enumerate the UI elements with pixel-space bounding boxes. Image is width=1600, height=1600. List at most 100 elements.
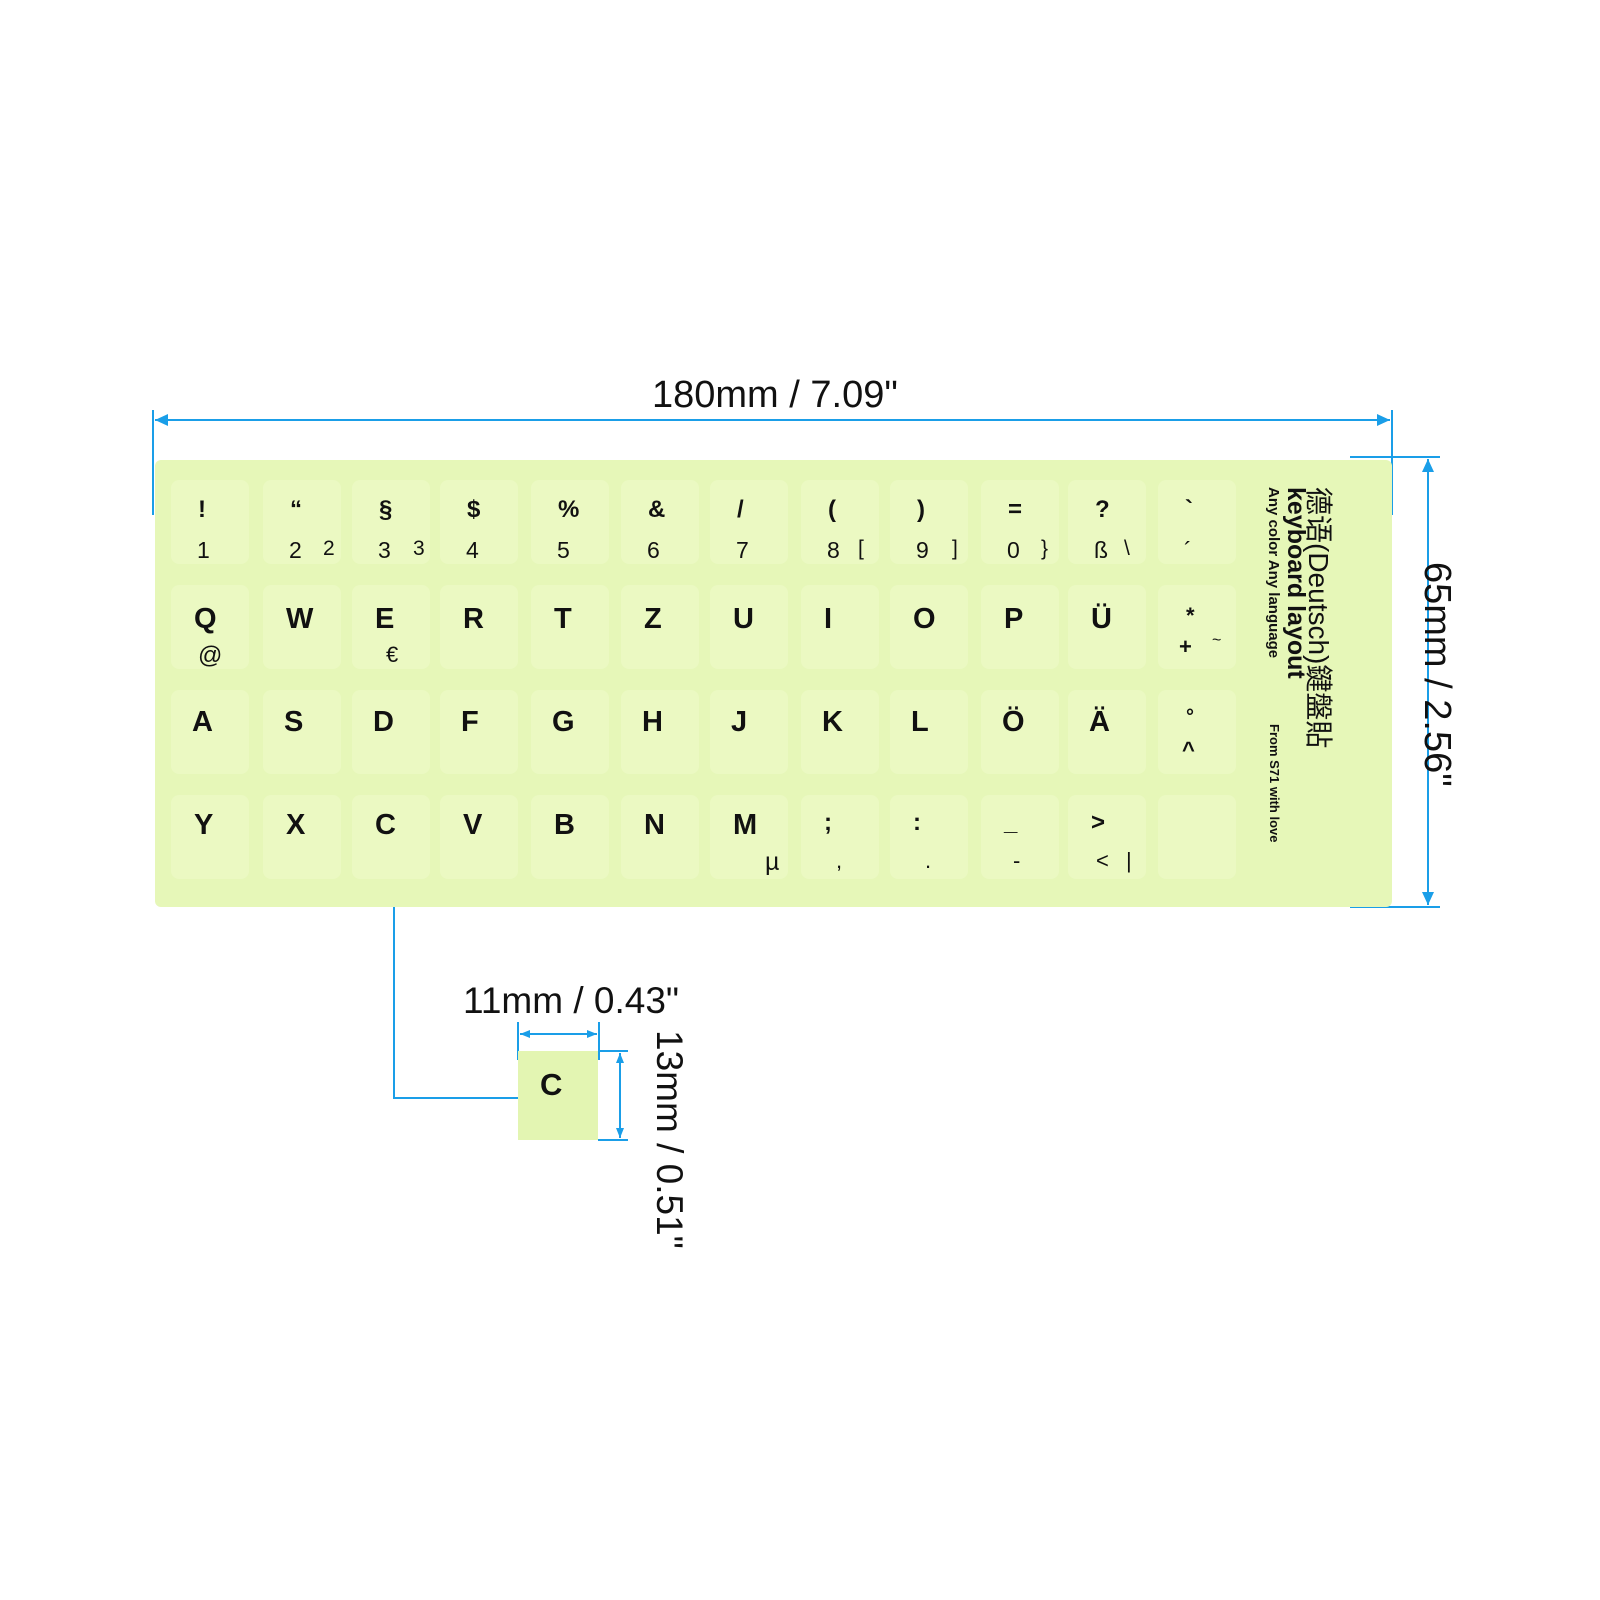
key-cap [621, 795, 699, 879]
key-glyph: J [731, 706, 748, 738]
key-glyph: Ä [1089, 706, 1110, 738]
key-glyph: % [558, 496, 580, 523]
key-glyph: X [286, 809, 306, 841]
key-glyph: 3 [378, 537, 391, 563]
key-glyph: N [644, 809, 665, 841]
key-cap [890, 480, 968, 564]
key-glyph: 3 [413, 537, 425, 560]
key-cap [710, 690, 788, 774]
key-glyph: W [286, 603, 314, 635]
key-glyph: / [737, 496, 744, 523]
key-glyph: B [554, 809, 575, 841]
key-glyph: 8 [827, 537, 840, 563]
key-cap [710, 795, 788, 879]
sheet-footer: From S71 with love [1267, 724, 1282, 843]
key-cap [171, 690, 249, 774]
key-cap [890, 795, 968, 879]
arrow-bottom [1422, 892, 1434, 905]
key-cap [440, 480, 518, 564]
key-glyph: S [284, 706, 304, 738]
key-glyph: ] [952, 537, 958, 560]
key-glyph: \ [1124, 537, 1130, 560]
key-arrow-right [587, 1030, 597, 1038]
sheet-title-english: keyboard layout [1282, 487, 1310, 679]
key-glyph: 1 [197, 537, 210, 563]
sheet-subtitle: Any color Any language [1265, 487, 1282, 659]
key-cap [621, 480, 699, 564]
key-glyph: R [463, 603, 484, 635]
key-glyph: ^ [1182, 737, 1195, 762]
key-glyph: ` [1185, 496, 1193, 523]
key-arrow-bottom [616, 1128, 624, 1138]
key-glyph: = [1008, 496, 1023, 523]
key-glyph: I [824, 603, 833, 635]
key-cap [1158, 795, 1236, 879]
key-glyph: G [552, 706, 575, 738]
key-cap [531, 480, 609, 564]
key-glyph: [ [858, 537, 864, 560]
key-glyph: } [1041, 537, 1049, 560]
key-cap [171, 585, 249, 669]
key-cap [801, 585, 879, 669]
key-cap [531, 585, 609, 669]
arrow-right [1377, 414, 1390, 426]
key-glyph: Z [644, 603, 662, 635]
key-cap [440, 795, 518, 879]
key-glyph: L [911, 706, 929, 738]
key-cap [352, 480, 430, 564]
key-glyph: ; [824, 809, 832, 836]
key-width-label: 11mm / 0.43" [463, 980, 680, 1021]
key-glyph: € [386, 642, 399, 667]
key-glyph: D [373, 706, 394, 738]
zoom-key: C [518, 1051, 598, 1140]
key-glyph: 7 [736, 537, 749, 563]
key-glyph: ´ [1184, 537, 1192, 563]
key-glyph: _ [1004, 809, 1018, 836]
zoom-key-label: C [540, 1067, 563, 1102]
key-arrow-top [616, 1053, 624, 1063]
key-glyph: * [1186, 603, 1195, 628]
key-cap [981, 795, 1059, 879]
key-cap [981, 690, 1059, 774]
key-glyph: U [733, 603, 754, 635]
key-glyph: A [192, 706, 213, 738]
key-cap [801, 795, 879, 879]
key-glyph: ~ [1212, 632, 1222, 649]
width-label: 180mm / 7.09" [652, 374, 898, 416]
key-cap [801, 690, 879, 774]
key-cap [440, 690, 518, 774]
key-height-label: 13mm / 0.51" [649, 1030, 690, 1249]
key-cap [1158, 690, 1236, 774]
key-cap [1068, 795, 1146, 879]
key-glyph: V [463, 809, 483, 841]
key-glyph: Y [194, 809, 214, 841]
key-glyph: O [913, 603, 936, 635]
key-glyph: - [1013, 848, 1021, 873]
key-cap [171, 480, 249, 564]
key-cap [801, 480, 879, 564]
key-glyph: 4 [466, 537, 479, 563]
key-glyph: ß [1094, 537, 1109, 563]
key-cap [531, 795, 609, 879]
key-glyph: > [1091, 809, 1106, 836]
key-cap [621, 690, 699, 774]
key-cap [1068, 690, 1146, 774]
key-cap [171, 795, 249, 879]
key-cap [263, 690, 341, 774]
key-cap [621, 585, 699, 669]
key-glyph: ? [1095, 496, 1110, 523]
key-glyph: 2 [323, 537, 335, 560]
key-cap [710, 585, 788, 669]
key-glyph: & [648, 496, 666, 523]
key-cap [263, 795, 341, 879]
key-glyph: H [642, 706, 663, 738]
key-cap [531, 690, 609, 774]
key-glyph: ° [1186, 706, 1194, 728]
key-arrow-left [520, 1030, 530, 1038]
leader-line [393, 870, 518, 1099]
key-cap [1068, 480, 1146, 564]
arrow-left [155, 414, 168, 426]
key-cap [890, 585, 968, 669]
key-cap [352, 585, 430, 669]
key-glyph: § [379, 496, 393, 523]
